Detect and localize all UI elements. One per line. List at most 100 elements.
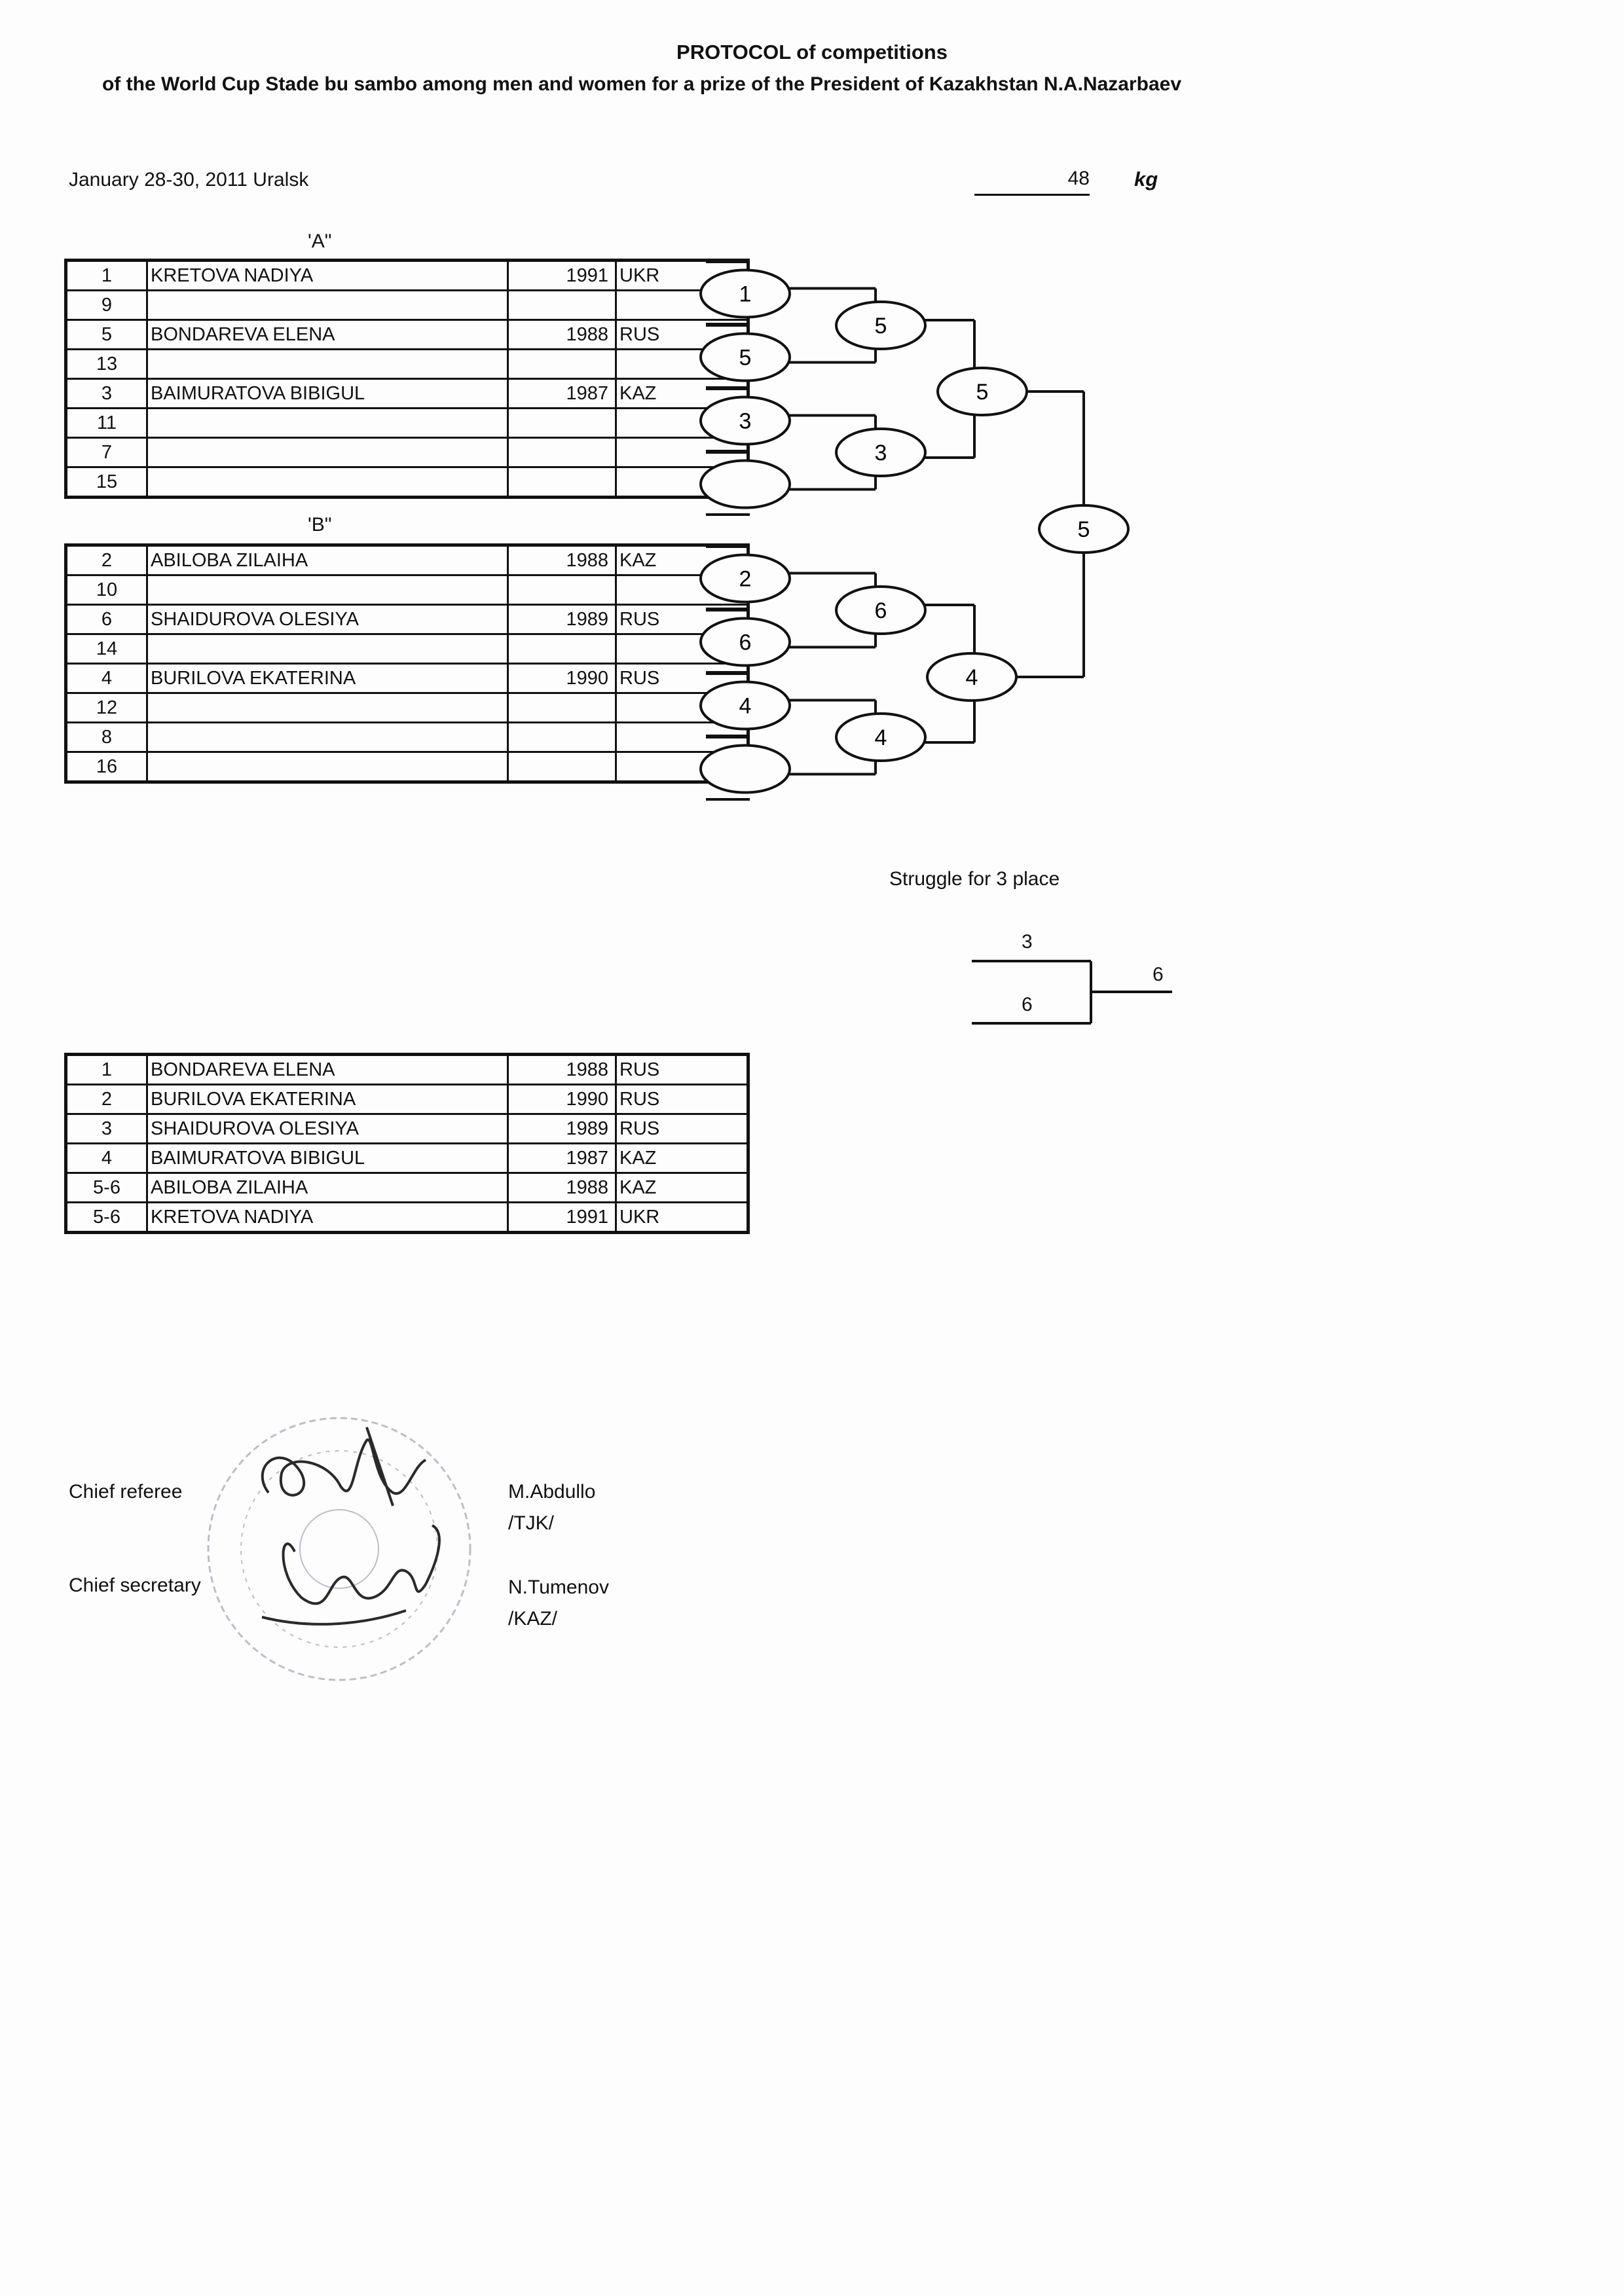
round-stamp [207, 1417, 471, 1681]
group-a-row: 13 [65, 348, 749, 380]
final-bout-label: 5 [1078, 517, 1090, 542]
group-a-round1-bout: 1 [699, 268, 791, 319]
name-cell [146, 692, 509, 723]
seed-cell: 5 [65, 319, 148, 350]
group-b-round2-bout: 4 [835, 712, 927, 762]
group-a-label: 'A" [308, 230, 332, 252]
protocol-title: PROTOCOL of competitions [676, 41, 948, 64]
seed-cell: 7 [65, 437, 148, 468]
name-cell: SHAIDUROVA OLESIYA [146, 604, 509, 635]
protocol-subtitle: of the World Cup Stade bu sambo among me… [101, 73, 1182, 95]
seed-cell: 3 [65, 1113, 148, 1144]
group-b-row: 14 [65, 633, 749, 665]
seed-cell: 12 [65, 692, 148, 723]
group-b-round2-bout: 6 [835, 585, 927, 635]
group-b-round1-bout: 2 [699, 553, 791, 604]
seed-cell: 1 [65, 259, 148, 291]
group-b-round1-bout-label: 2 [739, 567, 752, 592]
name-cell [146, 407, 509, 439]
year-cell: 1991 [507, 1201, 617, 1233]
group-a-round2-bout: 5 [835, 301, 927, 350]
name-cell: BURILOVA EKATERINA [146, 663, 509, 694]
name-cell [146, 721, 509, 753]
third-place-winner: 6 [1153, 964, 1164, 985]
seed-cell: 15 [65, 466, 148, 498]
country-cell: RUS [615, 1053, 749, 1085]
name-cell: BAIMURATOVA BIBIGUL [146, 378, 509, 409]
year-cell: 1991 [507, 259, 617, 291]
name-cell: SHAIDUROVA OLESIYA [146, 1113, 509, 1144]
name-cell [146, 289, 509, 321]
seed-cell: 4 [65, 663, 148, 694]
name-cell: BONDAREVA ELENA [146, 319, 509, 350]
name-cell [146, 466, 509, 498]
name-cell [146, 633, 509, 665]
year-cell [507, 751, 617, 783]
group-a-row: 9 [65, 289, 749, 321]
group-a-round1-bout: 3 [699, 395, 791, 446]
group-b-row: 8 [65, 721, 749, 753]
group-b-round1-bout [699, 744, 791, 794]
country-cell: RUS [615, 1084, 749, 1115]
seed-cell: 5-6 [65, 1201, 148, 1233]
weight-unit: kg [1134, 168, 1158, 191]
chief-referee-country: /TJK/ [508, 1512, 555, 1534]
year-cell [507, 574, 617, 606]
year-cell: 1988 [507, 319, 617, 350]
group-b-semifinal-bout-label: 4 [966, 665, 978, 690]
year-cell [507, 289, 617, 321]
group-b-round1-bout: 4 [699, 680, 791, 731]
year-cell [507, 437, 617, 468]
country-cell: RUS [615, 1113, 749, 1144]
third-place-bottom: 6 [1022, 994, 1033, 1015]
group-b-round2-bout-label: 6 [875, 598, 887, 623]
seed-cell: 14 [65, 633, 148, 665]
chief-secretary-name: N.Tumenov [508, 1576, 609, 1598]
group-a-round2-bout-label: 5 [875, 314, 887, 338]
group-a-round1-bout-label: 5 [739, 346, 752, 371]
year-cell: 1988 [507, 1053, 617, 1085]
year-cell: 1989 [507, 1113, 617, 1144]
seed-cell: 2 [65, 544, 148, 576]
group-b-round1-bout-label: 6 [739, 630, 752, 655]
seed-cell: 6 [65, 604, 148, 635]
referee-signature [261, 1427, 427, 1506]
seed-cell: 8 [65, 721, 148, 753]
year-cell: 1988 [507, 1172, 617, 1203]
name-cell [146, 437, 509, 468]
name-cell: ABILOBA ZILAIHA [146, 1172, 509, 1203]
group-b-semifinal-bout: 4 [926, 652, 1018, 702]
third-place-top: 3 [1022, 931, 1033, 953]
date-place: January 28-30, 2011 Uralsk [69, 169, 309, 191]
seed-cell: 3 [65, 378, 148, 409]
group-a-semifinal-bout: 5 [936, 367, 1028, 416]
chief-referee-label: Chief referee [69, 1481, 183, 1503]
year-cell [507, 348, 617, 380]
name-cell: KRETOVA NADIYA [146, 259, 509, 291]
final-bout: 5 [1038, 504, 1130, 554]
group-a-row: 15 [65, 466, 749, 498]
year-cell: 1989 [507, 604, 617, 635]
country-cell: KAZ [615, 1142, 749, 1174]
seed-cell: 16 [65, 751, 148, 783]
seed-cell: 10 [65, 574, 148, 606]
year-cell: 1987 [507, 1142, 617, 1174]
name-cell [146, 574, 509, 606]
seed-cell: 11 [65, 407, 148, 439]
group-a-round2-bout-label: 3 [875, 441, 887, 465]
year-cell [507, 721, 617, 753]
third-place-label: Struggle for 3 place [889, 868, 1060, 890]
year-cell [507, 633, 617, 665]
year-cell [507, 407, 617, 439]
group-b-round2-bout-label: 4 [875, 725, 887, 750]
